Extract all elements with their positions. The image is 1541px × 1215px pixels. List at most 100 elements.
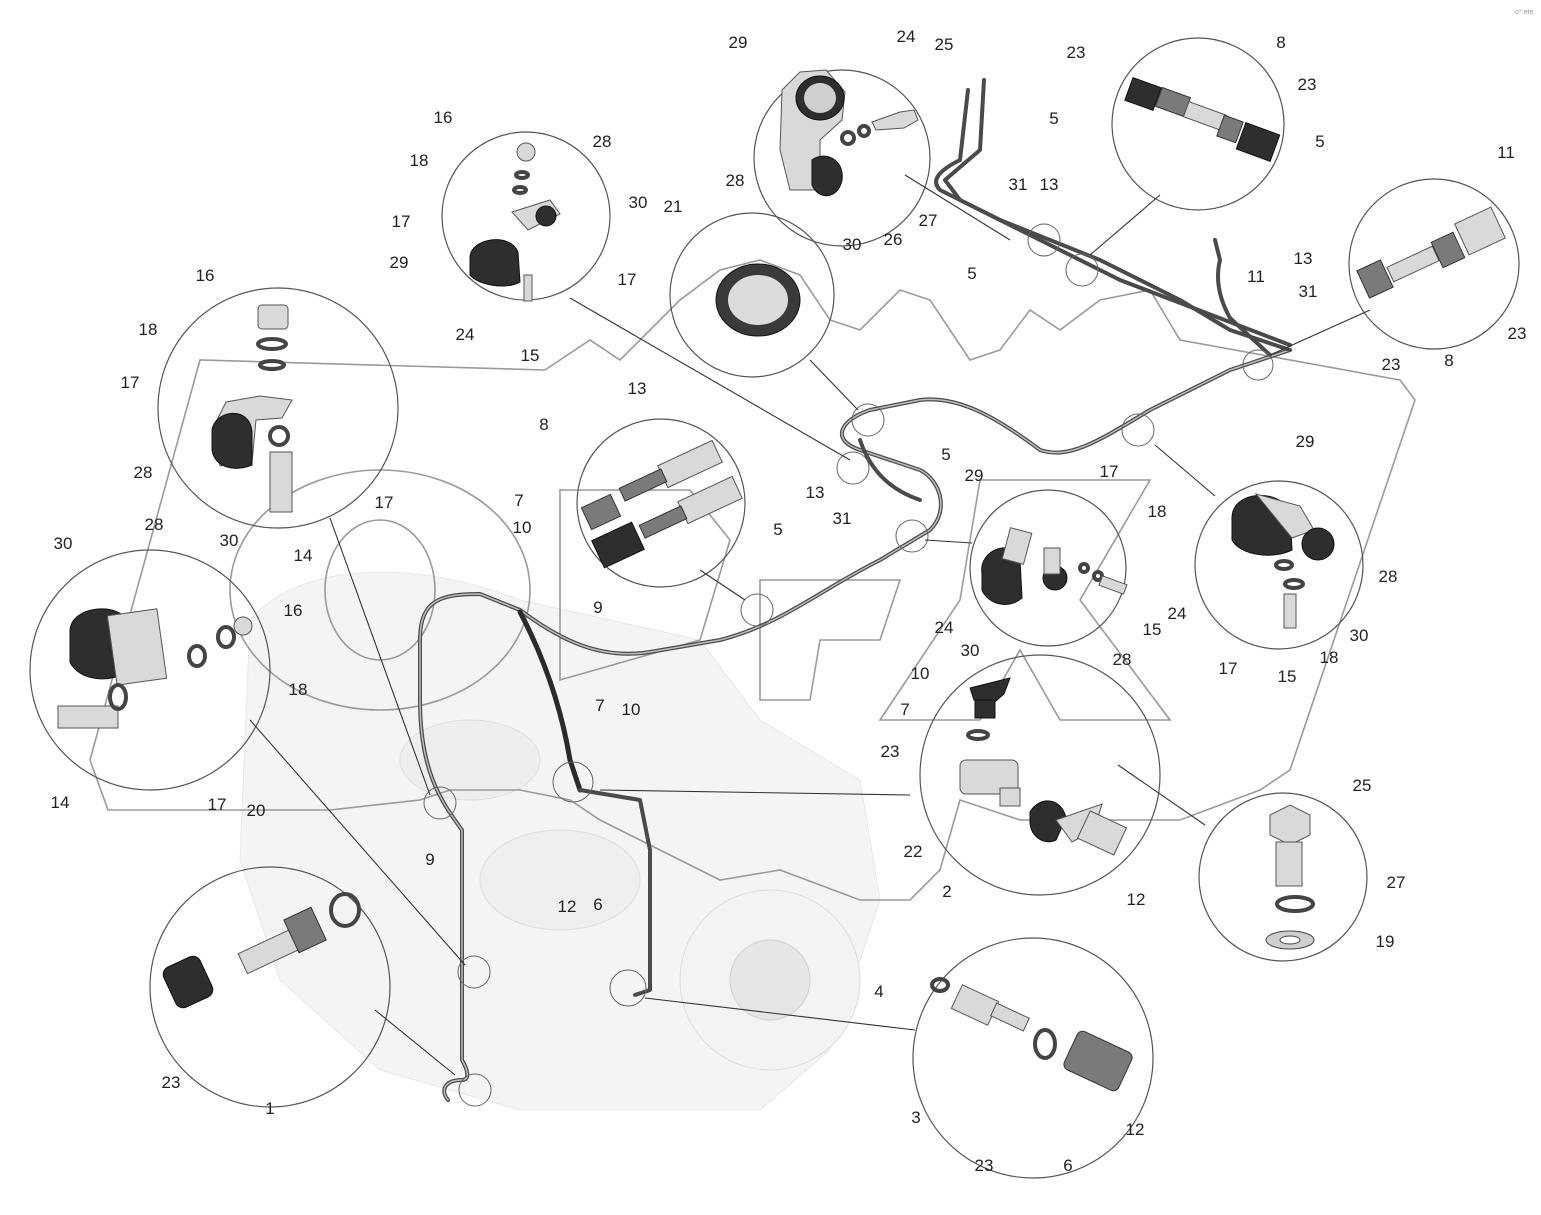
part-number-label: 5 [1315, 132, 1324, 151]
part-number-label: 8 [539, 415, 548, 434]
part-number-label: 7 [514, 491, 523, 510]
callout-connectors [249, 174, 1371, 1076]
watermark-outline [89, 259, 1416, 901]
part-number-label: 28 [145, 515, 164, 534]
part-number-label: 28 [726, 171, 745, 190]
fuel-pipe-assembly [418, 78, 1292, 1102]
part-number-label: 30 [220, 531, 239, 550]
part-number-label: 23 [162, 1073, 181, 1092]
part-number-label: 29 [390, 253, 409, 272]
part-number-label: 17 [208, 795, 227, 814]
part-clamp-left [211, 304, 293, 513]
part-number-label: 25 [1353, 776, 1372, 795]
part-number-label: 2 [942, 882, 951, 901]
part-number-label: 10 [513, 518, 532, 537]
part-number-label: 17 [121, 373, 140, 392]
part-number-label: 23 [1067, 43, 1086, 62]
part-number-label: 9 [593, 598, 602, 617]
part-number-label: 18 [289, 680, 308, 699]
part-number-label: 12 [1127, 890, 1146, 909]
part-number-label: 18 [139, 320, 158, 339]
part-number-label: 28 [593, 132, 612, 151]
part-number-label: 31 [1009, 175, 1028, 194]
part-union-right [1356, 206, 1506, 299]
part-number-label: 8 [1444, 351, 1453, 370]
part-number-label: 30 [54, 534, 73, 553]
part-union-center [580, 439, 743, 569]
part-number-label: 8 [1276, 33, 1285, 52]
part-clamp-top [779, 69, 919, 197]
part-tee-fitting [959, 677, 1128, 856]
part-number-label: 14 [51, 793, 70, 812]
part-number-label: 24 [935, 618, 954, 637]
part-number-label: 10 [911, 664, 930, 683]
part-number-label: 16 [284, 601, 303, 620]
part-number-label: 16 [434, 108, 453, 127]
part-number-label: 23 [1382, 355, 1401, 374]
pipe-locator-circles [423, 223, 1274, 1107]
part-number-label: 12 [1126, 1120, 1145, 1139]
part-clamp-right [1231, 493, 1335, 629]
part-number-label: 18 [1148, 502, 1167, 521]
part-number-label: 18 [410, 151, 429, 170]
part-number-label: 17 [392, 212, 411, 231]
part-number-label: 16 [196, 266, 215, 285]
part-number-label: 19 [1376, 932, 1395, 951]
part-number-label: 30 [843, 235, 862, 254]
part-number-label: 17 [1219, 659, 1238, 678]
part-number-label: 21 [664, 197, 683, 216]
part-number-label: 29 [965, 466, 984, 485]
part-number-label: 5 [967, 264, 976, 283]
engine-ghost-background [239, 571, 881, 1111]
part-union-top-right [1124, 76, 1281, 162]
part-number-label: 27 [1387, 873, 1406, 892]
detail-callouts [29, 37, 1520, 1179]
part-number-label: 30 [1350, 626, 1369, 645]
part-clamp-lower-left [57, 608, 253, 729]
part-number-label: 11 [1497, 143, 1515, 162]
part-number-label: 6 [593, 895, 602, 914]
part-number-label: 31 [1299, 282, 1318, 301]
part-number-label: 22 [904, 842, 923, 861]
part-number-label: 1 [265, 1099, 274, 1118]
part-number-label: 17 [375, 493, 394, 512]
part-number-label: 12 [558, 897, 577, 916]
part-number-label: 17 [618, 270, 637, 289]
part-number-label: 28 [134, 463, 153, 482]
corner-mark: o° ete [1515, 8, 1533, 16]
part-number-label: 23 [1298, 75, 1317, 94]
part-number-label: 25 [935, 35, 954, 54]
part-number-label: 20 [247, 801, 266, 820]
part-number-label: 13 [628, 379, 647, 398]
part-number-label: 28 [1379, 567, 1398, 586]
part-number-label: 13 [1040, 175, 1059, 194]
part-number-label: 30 [629, 193, 648, 212]
part-number-label: 31 [833, 509, 852, 528]
part-number-label: 7 [595, 696, 604, 715]
part-number-label: 17 [1100, 462, 1119, 481]
part-number-label: 26 [884, 230, 903, 249]
part-number-label: 29 [729, 33, 748, 52]
part-number-label: 5 [1049, 109, 1058, 128]
part-clamp-center-right [981, 527, 1128, 605]
part-number-label: 24 [897, 27, 916, 46]
part-number-label: 23 [1508, 324, 1527, 343]
part-number-label: 15 [1143, 620, 1162, 639]
part-number-label: 6 [1063, 1156, 1072, 1175]
part-number-label: 5 [773, 520, 782, 539]
part-number-label: 15 [1278, 667, 1297, 686]
part-number-label: 23 [975, 1156, 994, 1175]
part-number-label: 29 [1296, 432, 1315, 451]
part-number-label: 24 [456, 325, 475, 344]
part-number-label: 10 [622, 700, 641, 719]
part-number-label: 14 [294, 546, 313, 565]
part-ring-21 [715, 263, 801, 337]
part-union-bottom-left [162, 892, 361, 1009]
part-clamp-upper-left [469, 142, 561, 302]
part-number-label: 23 [881, 742, 900, 761]
part-number-label: 24 [1168, 604, 1187, 623]
part-number-label: 27 [919, 211, 938, 230]
